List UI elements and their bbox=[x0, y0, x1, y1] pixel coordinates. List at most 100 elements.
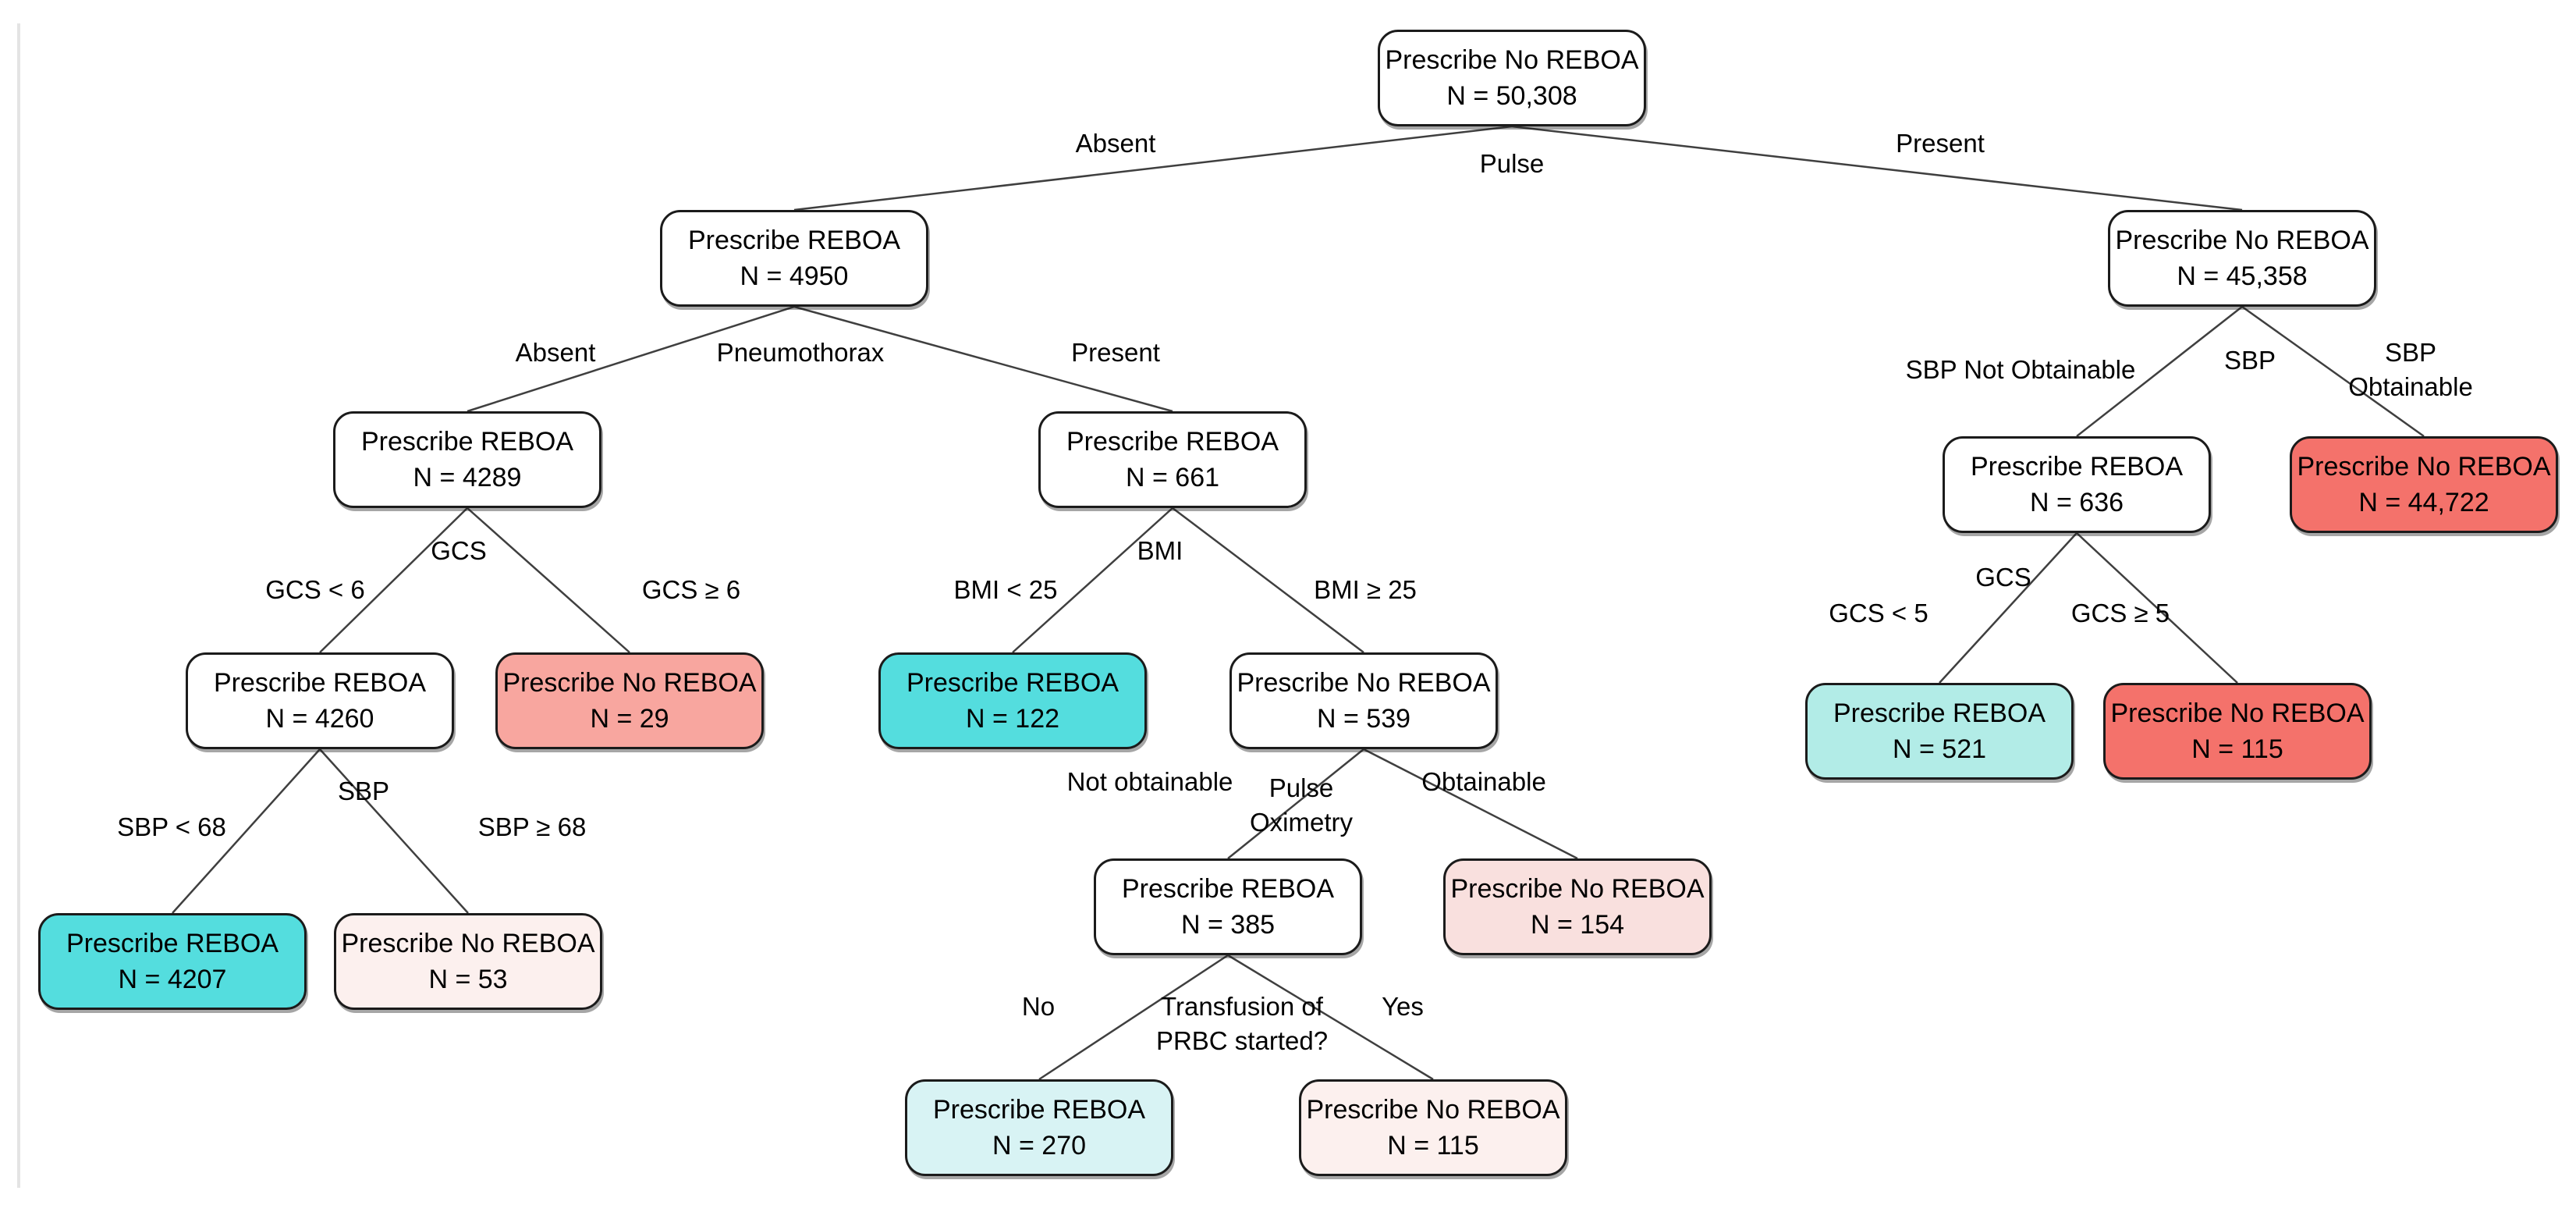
node-decision-label: Prescribe No REBOA bbox=[1306, 1095, 1560, 1125]
edge-label-prbc-yes: Yes bbox=[1382, 992, 1424, 1021]
tree-node-gcs-ge-6: Prescribe No REBOA N = 29 bbox=[495, 652, 764, 749]
node-count-label: N = 539 bbox=[1316, 704, 1411, 734]
node-count-label: N = 53 bbox=[428, 965, 508, 994]
plot-left-border bbox=[17, 23, 20, 1188]
node-count-label: N = 661 bbox=[1125, 463, 1220, 492]
tree-edge-pulseox-not-obtainable--prbc-no bbox=[1038, 954, 1229, 1081]
node-count-label: N = 4950 bbox=[740, 261, 849, 291]
tree-edge-sbp-not-obtainable--gcs-ge-5 bbox=[2076, 532, 2238, 684]
tree-node-sbp-obtainable: Prescribe No REBOA N = 44,722 bbox=[2290, 436, 2558, 533]
edge-label-pulse-split: Pulse bbox=[1479, 149, 1545, 178]
node-decision-label: Prescribe No REBOA bbox=[502, 668, 757, 698]
tree-node-prbc-yes: Prescribe No REBOA N = 115 bbox=[1299, 1079, 1567, 1176]
node-count-label: N = 4289 bbox=[413, 463, 522, 492]
node-decision-label: Prescribe No REBOA bbox=[1385, 45, 1639, 75]
tree-node-prbc-no: Prescribe REBOA N = 270 bbox=[905, 1079, 1173, 1176]
edge-label-pneumothorax-present: Present bbox=[1071, 338, 1160, 367]
tree-edge-root--pulse-absent bbox=[793, 125, 1513, 211]
node-decision-label: Prescribe No REBOA bbox=[2115, 226, 2369, 255]
edge-label-prbc-no: No bbox=[1021, 992, 1056, 1021]
tree-edge-pulse-absent--pneumothorax-present bbox=[793, 305, 1173, 413]
tree-edge-pneumothorax-present--bmi-lt-25 bbox=[1012, 507, 1173, 653]
node-count-label: N = 270 bbox=[992, 1131, 1087, 1160]
tree-node-bmi-lt-25: Prescribe REBOA N = 122 bbox=[878, 652, 1147, 749]
tree-edge-gcs-lt-6--sbp-lt-68 bbox=[172, 748, 321, 914]
node-decision-label: Prescribe No REBOA bbox=[2297, 452, 2551, 482]
edge-label-sbp-split-right: SBP bbox=[2223, 346, 2276, 375]
node-count-label: N = 521 bbox=[1892, 734, 1987, 764]
tree-edge-pneumothorax-present--bmi-ge-25 bbox=[1172, 507, 1364, 653]
tree-node-gcs-lt-6: Prescribe REBOA N = 4260 bbox=[186, 652, 454, 749]
node-count-label: N = 385 bbox=[1180, 910, 1276, 940]
node-count-label: N = 45,358 bbox=[2177, 261, 2308, 291]
edge-label-sbp-obtainable: SBP Obtainable bbox=[2348, 338, 2473, 401]
node-count-label: N = 122 bbox=[965, 704, 1060, 734]
tree-node-bmi-ge-25: Prescribe No REBOA N = 539 bbox=[1229, 652, 1498, 749]
tree-edge-bmi-ge-25--pulseox-not-obtainable bbox=[1227, 748, 1364, 859]
edge-label-pulseox-obtainable: Obtainable bbox=[1421, 767, 1546, 796]
node-count-label: N = 115 bbox=[2191, 734, 2283, 764]
node-count-label: N = 4207 bbox=[118, 965, 227, 994]
node-count-label: N = 44,722 bbox=[2358, 488, 2489, 517]
edge-label-pneumothorax-absent: Absent bbox=[515, 338, 596, 367]
edge-label-bmi-ge-25: BMI ≥ 25 bbox=[1314, 575, 1417, 604]
edge-label-gcs-split-left: GCS bbox=[431, 536, 487, 565]
edge-label-pneumothorax-split: Pneumothorax bbox=[716, 338, 885, 367]
edge-label-pulse-present: Present bbox=[1896, 129, 1985, 158]
edge-label-gcs-split-right: GCS bbox=[1975, 563, 2031, 592]
tree-node-pulse-absent: Prescribe REBOA N = 4950 bbox=[660, 210, 928, 307]
node-decision-label: Prescribe REBOA bbox=[360, 427, 574, 457]
edge-label-bmi-lt-25: BMI < 25 bbox=[953, 575, 1058, 604]
edge-label-sbp-split-left: SBP bbox=[337, 777, 390, 805]
tree-edge-sbp-not-obtainable--gcs-lt-5 bbox=[1939, 532, 2077, 684]
node-decision-label: Prescribe REBOA bbox=[66, 929, 279, 958]
node-decision-label: Prescribe REBOA bbox=[932, 1095, 1146, 1125]
tree-node-sbp-lt-68: Prescribe REBOA N = 4207 bbox=[38, 913, 307, 1010]
node-decision-label: Prescribe No REBOA bbox=[2110, 698, 2365, 728]
node-decision-label: Prescribe No REBOA bbox=[341, 929, 595, 958]
edge-label-sbp-lt-68: SBP < 68 bbox=[117, 812, 226, 841]
edge-label-pulseox-split: Pulse Oximetry bbox=[1250, 773, 1353, 837]
node-count-label: N = 636 bbox=[2029, 488, 2124, 517]
tree-node-pulse-present: Prescribe No REBOA N = 45,358 bbox=[2108, 210, 2376, 307]
tree-edge-pulseox-not-obtainable--prbc-yes bbox=[1227, 954, 1434, 1081]
tree-node-pulseox-obtainable: Prescribe No REBOA N = 154 bbox=[1443, 858, 1712, 955]
node-count-label: N = 154 bbox=[1530, 910, 1625, 940]
tree-edge-root--pulse-present bbox=[1511, 125, 2243, 211]
edge-label-gcs-lt-6: GCS < 6 bbox=[265, 575, 365, 604]
edge-label-bmi-split: BMI bbox=[1137, 536, 1183, 565]
tree-edge-pneumothorax-absent--gcs-lt-6 bbox=[319, 507, 468, 653]
edge-label-gcs-ge-6: GCS ≥ 6 bbox=[641, 575, 741, 604]
node-decision-label: Prescribe REBOA bbox=[213, 668, 427, 698]
node-decision-label: Prescribe No REBOA bbox=[1450, 874, 1705, 904]
node-count-label: N = 115 bbox=[1387, 1131, 1479, 1160]
tree-node-sbp-ge-68: Prescribe No REBOA N = 53 bbox=[334, 913, 602, 1010]
edge-label-pulse-absent: Absent bbox=[1075, 129, 1156, 158]
node-decision-label: Prescribe REBOA bbox=[687, 226, 901, 255]
node-decision-label: Prescribe REBOA bbox=[1833, 698, 2046, 728]
edge-label-prbc-split: Transfusion of PRBC started? bbox=[1155, 992, 1329, 1055]
node-decision-label: Prescribe REBOA bbox=[906, 668, 1119, 698]
tree-edge-gcs-lt-6--sbp-ge-68 bbox=[319, 748, 469, 914]
edge-label-sbp-not-obtainable: SBP Not Obtainable bbox=[1905, 355, 2136, 384]
edge-label-pulseox-not-obtainable: Not obtainable bbox=[1066, 767, 1233, 796]
tree-edge-pulse-present--sbp-obtainable bbox=[2241, 305, 2425, 438]
tree-node-pneumothorax-absent: Prescribe REBOA N = 4289 bbox=[333, 411, 601, 508]
tree-node-sbp-not-obtainable: Prescribe REBOA N = 636 bbox=[1943, 436, 2211, 533]
tree-node-gcs-ge-5: Prescribe No REBOA N = 115 bbox=[2103, 683, 2372, 780]
node-count-label: N = 50,308 bbox=[1446, 81, 1577, 111]
tree-edge-pulse-present--sbp-not-obtainable bbox=[2076, 306, 2243, 437]
tree-node-root: Prescribe No REBOA N = 50,308 bbox=[1378, 30, 1646, 126]
edge-label-gcs-ge-5: GCS ≥ 5 bbox=[2070, 599, 2170, 627]
node-count-label: N = 4260 bbox=[265, 704, 374, 734]
tree-edge-pulse-absent--pneumothorax-absent bbox=[467, 305, 795, 413]
node-decision-label: Prescribe No REBOA bbox=[1237, 668, 1491, 698]
tree-edge-bmi-ge-25--pulseox-obtainable bbox=[1363, 748, 1578, 860]
node-decision-label: Prescribe REBOA bbox=[1970, 452, 2184, 482]
tree-node-pulseox-not-obtainable: Prescribe REBOA N = 385 bbox=[1094, 858, 1362, 955]
node-decision-label: Prescribe REBOA bbox=[1121, 874, 1335, 904]
node-count-label: N = 29 bbox=[590, 704, 669, 734]
